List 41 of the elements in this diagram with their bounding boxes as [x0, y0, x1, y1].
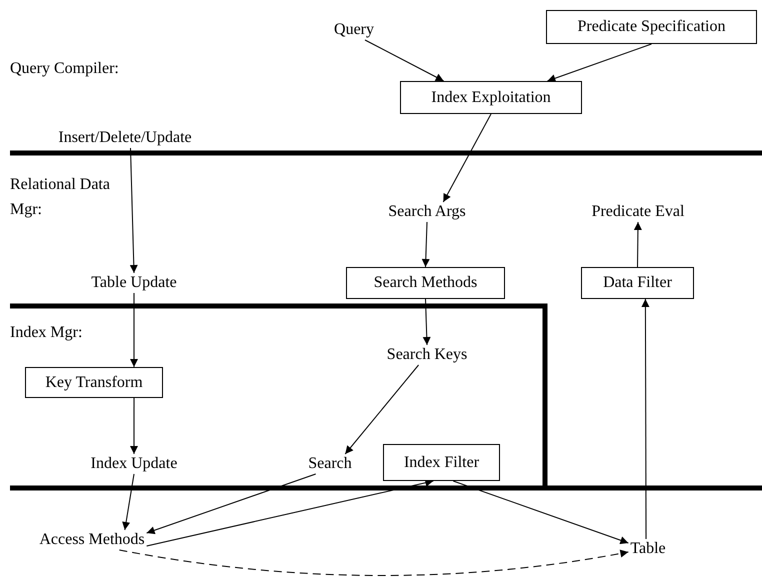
node-label: Index Update	[88, 454, 180, 474]
node-label: Search Keys	[384, 345, 470, 365]
arrow	[442, 114, 492, 202]
arrow	[130, 148, 138, 274]
arrow	[130, 292, 138, 368]
node-label: Access Methods	[37, 530, 147, 550]
node-label: Predicate Eval	[590, 202, 686, 222]
arrow	[344, 364, 420, 454]
process-box	[400, 81, 582, 114]
process-box	[346, 267, 505, 299]
box-label: Predicate Specification	[578, 17, 726, 37]
node-label: Query	[332, 20, 376, 40]
box-label: Key Transform	[45, 372, 143, 392]
node-label: Table Update	[89, 273, 179, 293]
arrow	[364, 40, 444, 82]
process-box	[383, 444, 500, 481]
arrow	[146, 478, 434, 546]
box-label: Index Filter	[404, 452, 480, 472]
arrow	[422, 222, 430, 268]
process-box	[546, 10, 757, 44]
arrow	[146, 474, 316, 534]
arrow	[118, 549, 629, 576]
arrow	[452, 480, 629, 544]
section-label: Relational Data Mgr:	[10, 175, 110, 220]
arrow	[130, 398, 138, 454]
arrow	[634, 222, 642, 268]
arrow	[641, 298, 650, 540]
box-label: Data Filter	[603, 273, 672, 293]
node-label: Insert/Delete/Update	[56, 128, 194, 148]
node-label: Table	[628, 539, 668, 559]
node-label: Search	[306, 454, 354, 474]
arrow	[422, 298, 431, 346]
section-label: Index Mgr:	[10, 323, 82, 343]
section-label: Query Compiler:	[10, 59, 119, 79]
process-box	[25, 367, 163, 398]
arrow	[122, 474, 134, 530]
node-label: Search Args	[386, 202, 468, 222]
arrow	[546, 44, 652, 82]
box-label: Search Methods	[374, 273, 478, 293]
box-label: Index Exploitation	[431, 88, 551, 108]
process-box	[581, 267, 694, 299]
